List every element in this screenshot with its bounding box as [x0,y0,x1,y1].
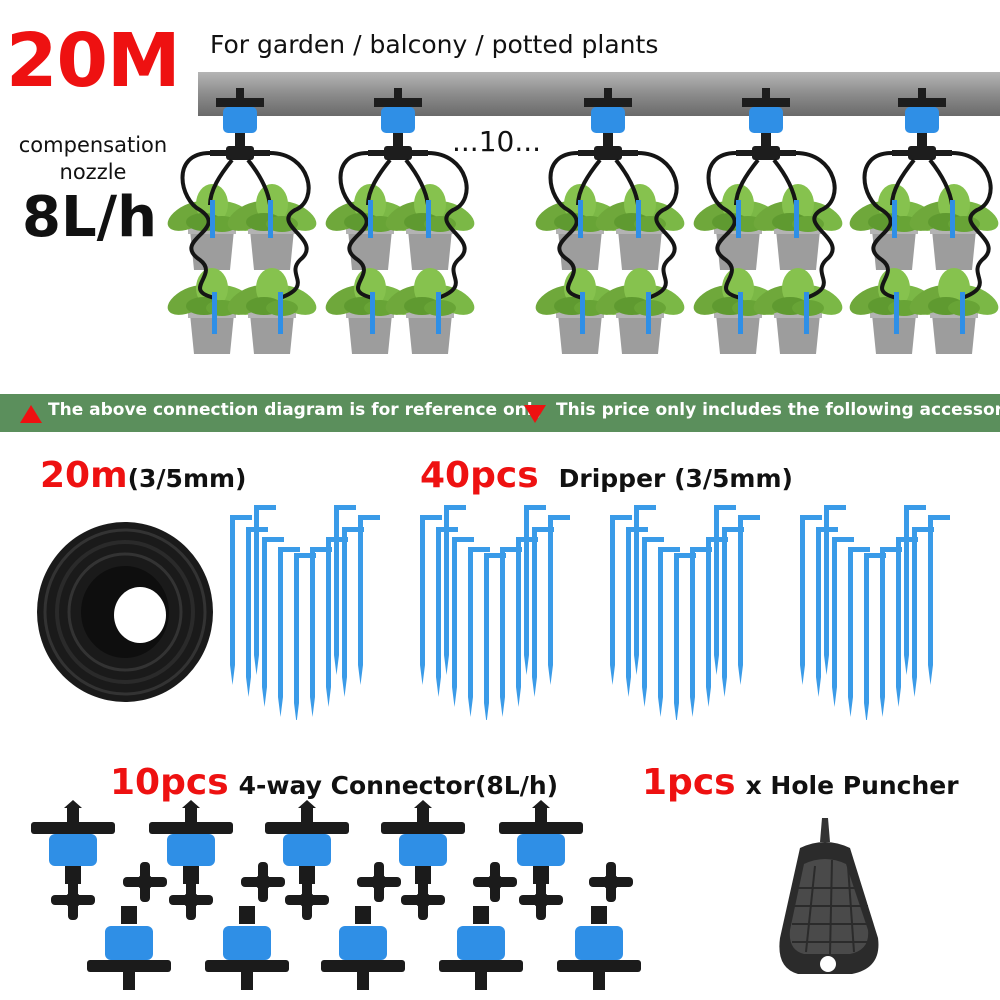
banner-left-note: The above connection diagram is for refe… [48,400,544,420]
nozzle-label: compensation nozzle [8,132,178,187]
nozzle-label-line2: nozzle [59,160,127,185]
info-banner [0,394,1000,432]
tube-spec: (3/5mm) [127,464,247,493]
repeat-marker: ...10... [452,125,542,158]
usage-subtitle: For garden / balcony / potted plants [210,30,659,59]
connector-qty: 10pcs [110,762,229,803]
tube-coil-image [37,522,213,702]
warning-triangle-down-icon [524,405,546,423]
tube-qty: 20m [40,455,128,496]
puncher-label: 1pcs x Hole Puncher [642,762,959,803]
dripper-name: Dripper (3/5mm) [558,464,793,493]
warning-triangle-up-icon [20,405,42,423]
flow-rate: 8L/h [22,185,157,250]
hole-puncher-image [779,818,879,974]
length-badge: 20M [6,18,181,104]
banner-right-note: This price only includes the following a… [556,400,1000,420]
dripper-qty: 40pcs [420,455,539,496]
puncher-qty: 1pcs [642,762,736,803]
dripper-stakes-image [220,505,990,720]
dripper-label: 40pcs Dripper (3/5mm) [420,455,793,496]
nozzle-label-line1: compensation [18,133,168,157]
tube-label: 20m(3/5mm) [40,455,246,496]
irrigation-diagram [0,72,1000,392]
connectors-image [31,800,641,990]
connector-name: 4-way Connector(8L/h) [238,771,559,800]
connector-label: 10pcs 4-way Connector(8L/h) [110,762,558,803]
puncher-name: x Hole Puncher [745,771,959,800]
